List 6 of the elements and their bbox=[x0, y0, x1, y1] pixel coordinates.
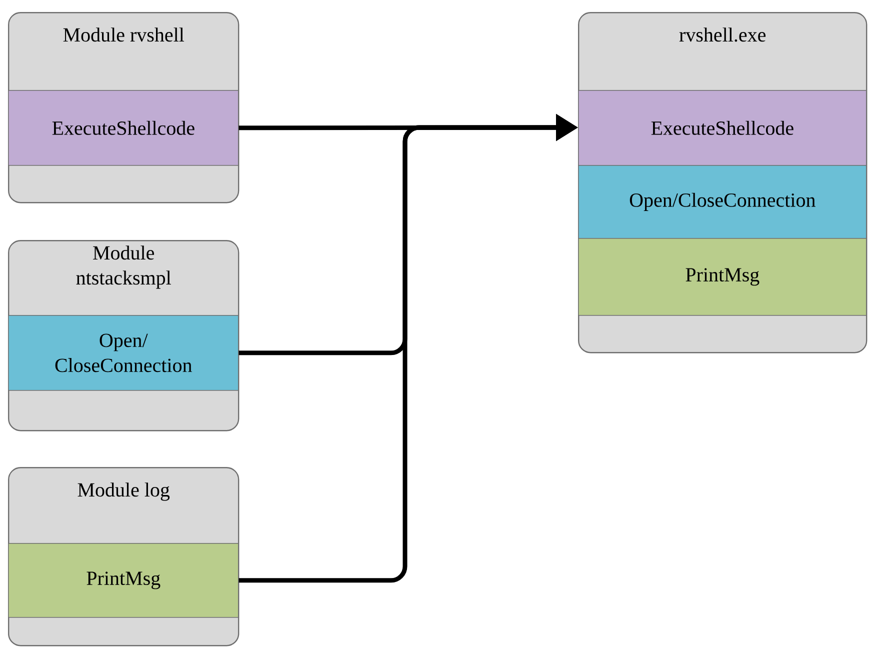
function-band: ExecuteShellcode bbox=[578, 90, 867, 166]
function-band: PrintMsg bbox=[8, 543, 239, 618]
function-band: PrintMsg bbox=[578, 238, 867, 316]
function-band: Open/ CloseConnection bbox=[8, 315, 239, 391]
function-band: ExecuteShellcode bbox=[8, 90, 239, 166]
function-band: Open/CloseConnection bbox=[578, 165, 867, 239]
